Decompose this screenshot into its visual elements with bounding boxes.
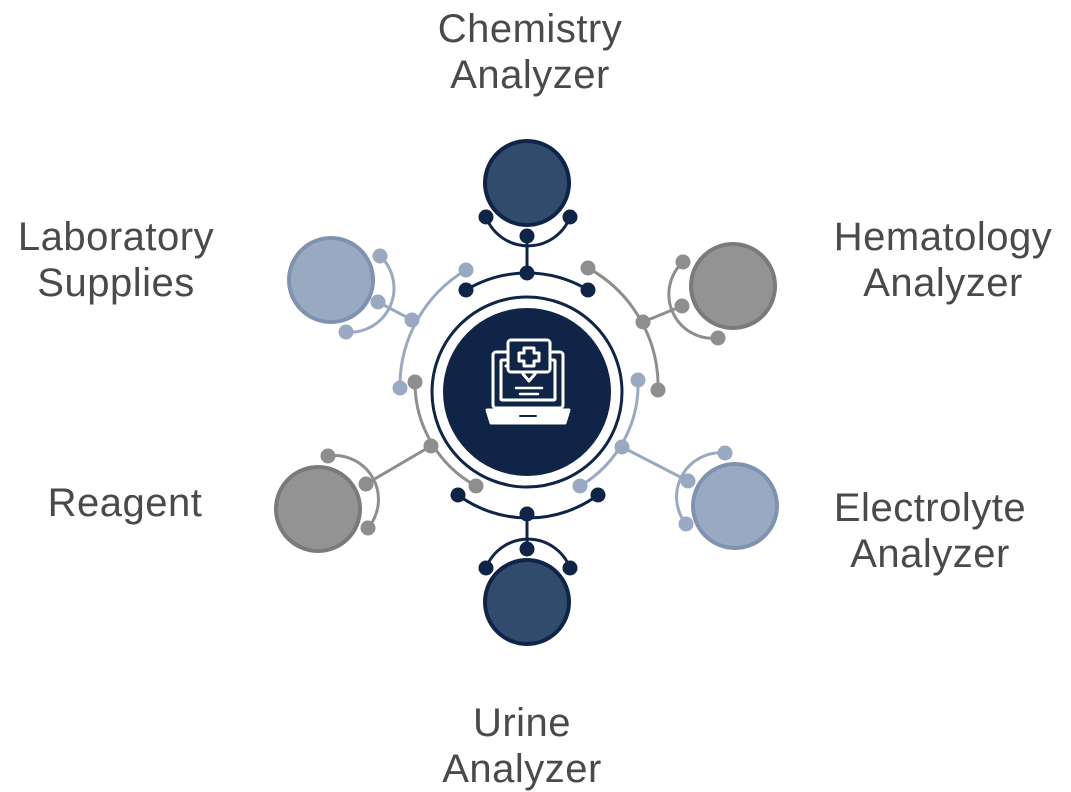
- connector-upper-right: [580, 254, 726, 398]
- label-urine-analyzer: Urine Analyzer: [372, 700, 672, 792]
- label-reagent: Reagent: [20, 480, 230, 526]
- hub-disc: [443, 308, 611, 476]
- node-circle-lower-right: [691, 462, 779, 550]
- label-line: Analyzer: [450, 53, 610, 97]
- label-laboratory-supplies: Laboratory Supplies: [0, 214, 232, 306]
- label-chemistry-analyzer: Chemistry Analyzer: [380, 6, 680, 98]
- label-line: Analyzer: [850, 532, 1010, 576]
- connector-top: [458, 209, 596, 298]
- label-line: Chemistry: [437, 7, 623, 51]
- node-circle-upper-right: [689, 242, 777, 330]
- label-line: Supplies: [37, 261, 195, 305]
- node-circle-top: [483, 139, 571, 227]
- connector-upper-left: [338, 248, 474, 396]
- node-circle-lower-left: [274, 465, 362, 553]
- node-circle-bottom: [483, 558, 571, 646]
- hub-outer-ring: [430, 295, 624, 489]
- connector-lower-left: [320, 374, 484, 536]
- label-line: Analyzer: [863, 261, 1023, 305]
- label-line: Hematology: [833, 215, 1053, 259]
- connector-bottom: [450, 487, 606, 576]
- connector-lower-right: [572, 372, 733, 532]
- label-electrolyte-analyzer: Electrolyte Analyzer: [815, 485, 1045, 577]
- label-line: Laboratory: [17, 215, 215, 259]
- label-line: Urine: [472, 701, 572, 745]
- label-line: Electrolyte: [833, 486, 1027, 530]
- laptop-medical-icon: [485, 338, 571, 425]
- label-line: Reagent: [47, 481, 203, 525]
- label-line: Analyzer: [442, 747, 602, 791]
- label-hematology-analyzer: Hematology Analyzer: [815, 214, 1071, 306]
- node-circle-upper-left: [287, 236, 375, 324]
